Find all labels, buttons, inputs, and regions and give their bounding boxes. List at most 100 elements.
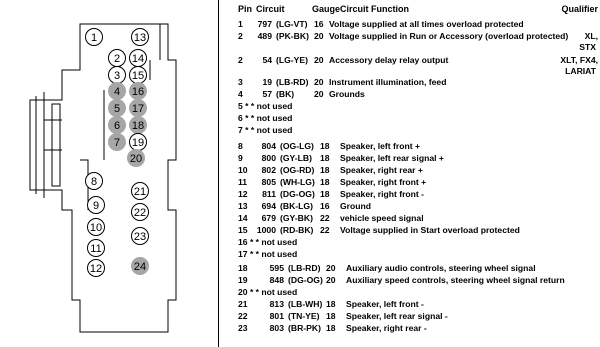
not-used-note: 7 * * not used bbox=[238, 125, 293, 135]
header-pin: Pin bbox=[238, 4, 253, 14]
table-row: 16 * * not used bbox=[236, 236, 598, 248]
pin-number: 11 bbox=[90, 243, 101, 255]
pin-number-cell: 2 bbox=[238, 55, 243, 65]
pin-circle bbox=[131, 203, 149, 221]
circuit-number-cell: 800 bbox=[261, 153, 276, 163]
pin-number-cell: 3 bbox=[238, 77, 243, 87]
pin-circle bbox=[131, 257, 149, 275]
gauge-cell: 18 bbox=[326, 311, 336, 321]
not-used-note: 5 * * not used bbox=[238, 101, 293, 111]
wire-color-cell: (OG-LG) bbox=[280, 141, 314, 151]
wire-color-cell: (LB-RD) bbox=[276, 77, 309, 87]
pin-2: 2 bbox=[108, 49, 126, 67]
pin-circle bbox=[127, 149, 145, 167]
pin-number: 8 bbox=[91, 176, 97, 188]
circuit-function-cell: Speaker, right rear - bbox=[346, 323, 427, 333]
circuit-number-cell: 57 bbox=[262, 89, 272, 99]
circuit-function-cell: Voltage supplied in Run or Accessory (ov… bbox=[329, 31, 569, 41]
circuit-number-cell: 803 bbox=[269, 323, 284, 333]
header-gauge: Gauge bbox=[312, 4, 341, 14]
circuit-number-cell: 805 bbox=[261, 177, 276, 187]
pin-number-cell: 8 bbox=[238, 141, 243, 151]
circuit-number-cell: 804 bbox=[261, 141, 276, 151]
pin-number-cell: 10 bbox=[238, 165, 248, 175]
pin-number: 12 bbox=[90, 263, 102, 275]
pin-12: 12 bbox=[87, 259, 105, 277]
pin-number: 10 bbox=[90, 222, 102, 234]
circuit-function-cell: Auxiliary audio controls, steering wheel… bbox=[346, 263, 536, 273]
circuit-function-cell: Voltage supplied in Start overload prote… bbox=[340, 225, 520, 235]
pin-number-cell: 22 bbox=[238, 311, 248, 321]
wire-color-cell: (RD-BK) bbox=[280, 225, 314, 235]
pin-number: 20 bbox=[130, 153, 142, 165]
pin-3: 3 bbox=[108, 66, 126, 84]
circuit-function-cell: Instrument illumination, feed bbox=[329, 77, 447, 87]
qualifier-continuation: STX bbox=[579, 42, 596, 52]
pin-22: 22 bbox=[131, 203, 149, 221]
wire-color-cell: (GY-BK) bbox=[280, 213, 313, 223]
gauge-cell: 18 bbox=[320, 189, 330, 199]
pin-circle bbox=[131, 182, 149, 200]
pin-20: 20 bbox=[127, 149, 145, 167]
gauge-cell: 18 bbox=[320, 153, 330, 163]
pin-10: 10 bbox=[87, 218, 105, 236]
pin-number-cell: 1 bbox=[238, 19, 243, 29]
connector-housing-outline bbox=[29, 23, 177, 333]
pin-number: 5 bbox=[114, 103, 120, 115]
circuit-function-cell: Speaker, right front + bbox=[340, 177, 427, 187]
gauge-cell: 18 bbox=[320, 177, 330, 187]
pin-number: 22 bbox=[134, 207, 146, 219]
table-row: 6 * * not used bbox=[236, 112, 598, 124]
pin-number: 23 bbox=[134, 231, 146, 243]
circuit-number-cell: 802 bbox=[261, 165, 276, 175]
pin-13: 13 bbox=[131, 28, 149, 46]
gauge-cell: 20 bbox=[314, 55, 324, 65]
pin-number: 15 bbox=[132, 70, 144, 82]
pin-15: 15 bbox=[129, 66, 147, 84]
pin-number-cell: 4 bbox=[238, 89, 243, 99]
gauge-cell: 16 bbox=[314, 19, 324, 29]
circuit-number-cell: 811 bbox=[262, 189, 276, 199]
circuit-number-cell: 679 bbox=[261, 213, 276, 223]
circuit-number-cell: 595 bbox=[269, 263, 284, 273]
circuit-number-cell: 694 bbox=[261, 201, 276, 211]
header-qualifier: Qualifier bbox=[561, 4, 598, 14]
pin-number: 9 bbox=[93, 200, 99, 212]
pin-23: 23 bbox=[131, 227, 149, 245]
pin-number-cell: 9 bbox=[238, 153, 243, 163]
pin-24: 24 bbox=[131, 257, 149, 275]
pin-5: 5 bbox=[108, 99, 126, 117]
pin-number: 24 bbox=[134, 261, 146, 273]
pin-6: 6 bbox=[108, 116, 126, 134]
pin-number: 14 bbox=[132, 53, 144, 65]
gauge-cell: 20 bbox=[314, 89, 324, 99]
not-used-note: 6 * * not used bbox=[238, 113, 293, 123]
wire-color-cell: (DG-OG) bbox=[280, 189, 315, 199]
pin-circle bbox=[87, 259, 105, 277]
circuit-function-cell: Speaker, right front - bbox=[340, 189, 425, 199]
header-circuit: Circuit bbox=[256, 4, 285, 14]
pin-number: 13 bbox=[134, 32, 146, 44]
circuit-function-cell: Voltage supplied at all times overload p… bbox=[329, 19, 524, 29]
circuit-number-cell: 801 bbox=[269, 311, 284, 321]
wire-color-cell: (OG-RD) bbox=[280, 165, 315, 175]
pin-number-cell: 21 bbox=[238, 299, 248, 309]
wire-color-cell: (PK-BK) bbox=[276, 31, 309, 41]
pin-circle bbox=[87, 239, 105, 257]
gauge-cell: 22 bbox=[320, 213, 330, 223]
circuit-function-cell: vehicle speed signal bbox=[340, 213, 424, 223]
gauge-cell: 22 bbox=[320, 225, 330, 235]
wire-color-cell: (LB-WH) bbox=[288, 299, 323, 309]
pin-14: 14 bbox=[129, 49, 147, 67]
pin-number: 17 bbox=[132, 103, 144, 115]
